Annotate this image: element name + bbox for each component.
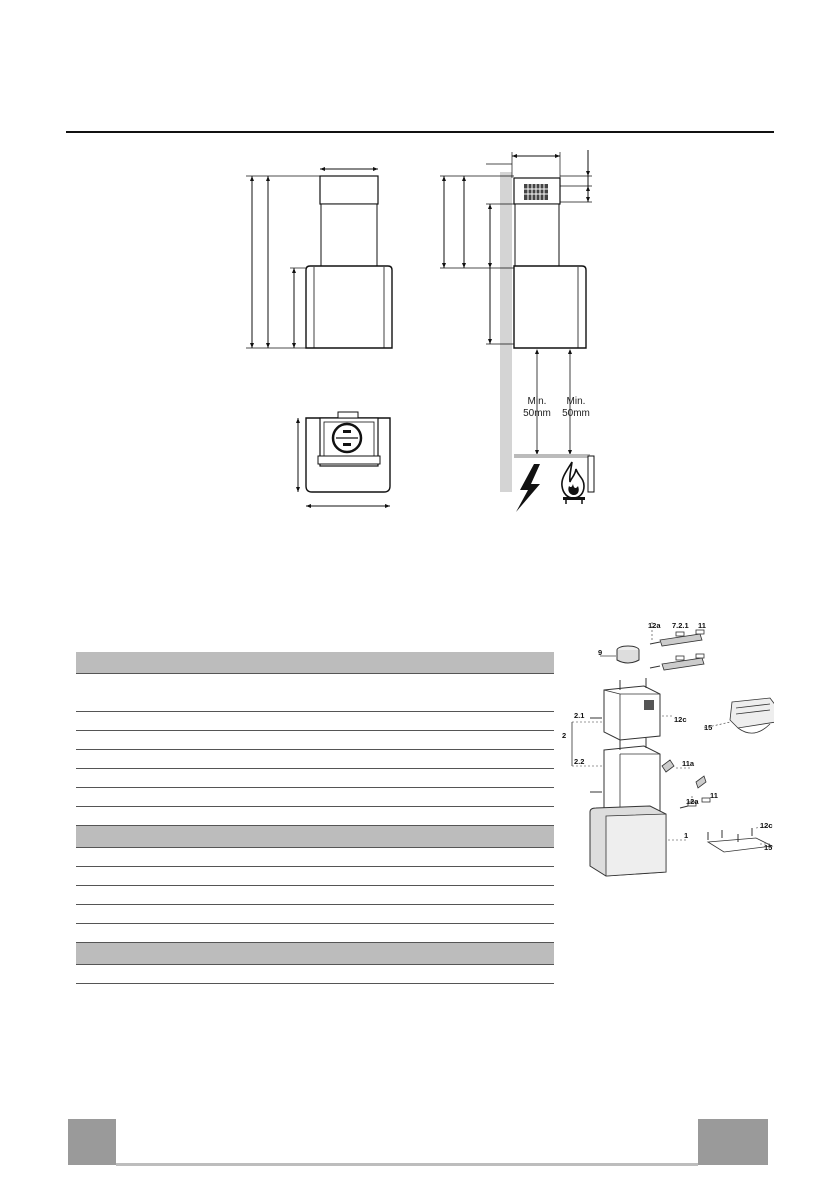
clearance-label-gas: Min. 50mm [562,396,590,419]
front-view-drawing [246,167,393,349]
part-label-11-low: 11 [710,791,718,800]
part-label-12c: 12c [674,715,687,724]
electric-hob-icon [516,464,540,512]
table-row [76,886,554,905]
table-section-header [76,652,554,674]
clearance-label-electric: Min. 50mm [523,396,551,419]
part-label-12c-low: 12c [760,821,773,830]
table-row [76,731,554,750]
table-row [76,712,554,731]
part-label-2: 2 [562,731,566,740]
part-label-15: 15 [704,723,712,732]
table-section-header [76,943,554,965]
table-row [76,867,554,886]
footer-line [116,1163,698,1166]
table-row [76,788,554,807]
table-row [76,965,554,984]
part-label-2-2: 2.2 [574,757,584,766]
part-label-12a-low: 12a [686,797,699,806]
part-label-15-low: 15 [764,843,772,852]
footer-tab-left [68,1119,116,1165]
part-label-12a-top: 12a [648,621,661,630]
part-label-2-1: 2.1 [574,711,584,720]
table-row [76,807,554,826]
table-row [76,674,554,712]
part-label-9: 9 [598,648,602,657]
table-row [76,848,554,867]
header-rule [66,131,774,133]
side-view-drawing [440,150,595,512]
part-label-11a: 11a [682,759,695,768]
parts-table [76,652,554,984]
part-label-1: 1 [684,831,688,840]
exploded-parts-drawing: 9 12a 7.2.1 11 2.1 2 2.2 12c 15 11a 12a … [562,621,774,877]
part-label-11-top: 11 [698,621,706,630]
table-section-header [76,826,554,848]
plan-view-drawing [296,411,391,508]
table-row [76,924,554,943]
table-row [76,769,554,788]
table-row [76,905,554,924]
table-row [76,750,554,769]
footer-tab-right [698,1119,768,1165]
part-label-7-2-1: 7.2.1 [672,621,689,630]
